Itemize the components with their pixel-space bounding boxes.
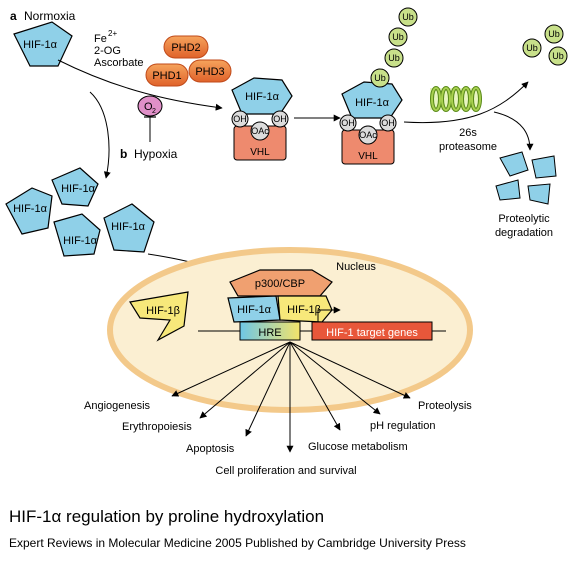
cofactor-fe-sup: 2+ [108,29,117,38]
outcome-glucose: Glucose metabolism [308,441,408,453]
hif1a-acc-label-2: HIF-1α [61,183,96,195]
hif1a-normoxia: HIF-1α [13,21,73,67]
arrow-to-hydroxylation [57,59,223,111]
panel-a-label: Normoxia [24,9,76,23]
transcription-start-arrow [317,306,341,322]
figure-title: HIF-1α regulation by proline hydroxylati… [9,507,325,526]
hif1a-ubiquitinated-label: HIF-1α [355,97,390,109]
proteasome: 26s proteasome [430,86,497,153]
outcome-arrows [171,341,411,453]
cofactor-2og: 2-OG [94,45,121,57]
ub-chain-1: Ub [374,73,386,83]
phd3-label: PHD3 [195,66,224,78]
oac-label-2: OAc [359,130,377,140]
cofactor-ascorbate: Ascorbate [94,57,144,69]
target-genes: HIF-1 target genes [311,321,433,341]
phd3: PHD3 [188,59,232,83]
hif1a-normoxia-label: HIF-1α [23,39,58,51]
oh-label-1a: OH [233,114,247,124]
degradation-label-2: degradation [495,227,553,239]
phd1: PHD1 [145,63,189,87]
hif1b-free-label: HIF-1β [146,305,180,317]
hif1a-acc-label-1: HIF-1α [13,203,48,215]
ub-free-1: Ub [526,43,538,53]
oxygen-label: O [144,101,153,113]
proteasome-label-2: proteasome [439,141,497,153]
hif1a-acc-label-3: HIF-1α [63,235,98,247]
oh-label-2b: OH [381,118,395,128]
outcome-ph: pH regulation [370,420,435,432]
phd2-label: PHD2 [171,42,200,54]
coactivator-label: p300/CBP [255,278,305,290]
hif1a-accumulated: HIF-1α HIF-1α HIF-1α HIF-1α [5,167,155,257]
hif1b-complex-label: HIF-1β [287,304,321,316]
hif1a-hydroxylated-label: HIF-1α [245,91,280,103]
oxygen-sub: 2 [152,108,156,115]
figure-credit: Expert Reviews in Molecular Medicine 200… [9,536,466,550]
hif1a-hydroxylated: HIF-1α VHL OH OH OAc [231,77,293,161]
nucleus-label: Nucleus [336,261,376,273]
arrow-to-ub-release [403,81,529,124]
panel-b-letter: b [120,147,127,161]
proteasome-label-1: 26s [459,127,477,139]
outcome-proteolysis: Proteolysis [418,400,472,412]
vhl-label-1: VHL [250,147,270,158]
phd-enzymes: PHD2 PHD1 PHD3 [145,35,232,87]
oh-label-2a: OH [341,118,355,128]
released-ubiquitin: Ub Ub Ub [522,24,568,66]
outcome-cell-proliferation: Cell proliferation and survival [215,465,356,477]
vhl-label-2: VHL [358,151,378,162]
cofactor-fe: Fe [94,33,107,45]
oxygen: O 2 [137,95,163,142]
outcome-angiogenesis: Angiogenesis [84,400,151,412]
ub-free-2: Ub [548,29,560,39]
arrow-to-hypoxia [89,91,111,179]
panel-b-label: Hypoxia [134,147,178,161]
hif1a-acc-label-4: HIF-1α [111,221,146,233]
outcome-apoptosis: Apoptosis [186,443,235,455]
ub-chain-3: Ub [392,32,404,42]
hif1a-ubiquitinated: HIF-1α VHL OH OH OAc Ub Ub Ub Ub [339,7,418,165]
hre: HRE [239,321,301,341]
hif-regulation-diagram: a Normoxia b Hypoxia HIF-1α Fe 2+ 2-OG A… [5,7,568,477]
hif1b-free: HIF-1β [129,291,189,342]
cofactors: Fe 2+ 2-OG Ascorbate [94,29,144,69]
ub-chain-4: Ub [402,12,414,22]
arrow-to-degradation [493,111,534,151]
target-genes-label: HIF-1 target genes [326,327,418,339]
transcription-complex: p300/CBP HIF-1α HIF-1β [227,269,333,323]
oac-label-1: OAc [251,126,269,136]
hif1a-complex-label: HIF-1α [237,304,272,316]
degraded-fragments [495,151,557,205]
phd2: PHD2 [163,35,209,59]
outcome-erythropoiesis: Erythropoiesis [122,421,192,433]
degradation-label-1: Proteolytic [498,213,550,225]
phd1-label: PHD1 [152,70,181,82]
ub-free-3: Ub [552,51,564,61]
oh-label-1b: OH [273,114,287,124]
hre-label: HRE [258,327,281,339]
ub-chain-2: Ub [388,53,400,63]
panel-a-letter: a [10,9,17,23]
